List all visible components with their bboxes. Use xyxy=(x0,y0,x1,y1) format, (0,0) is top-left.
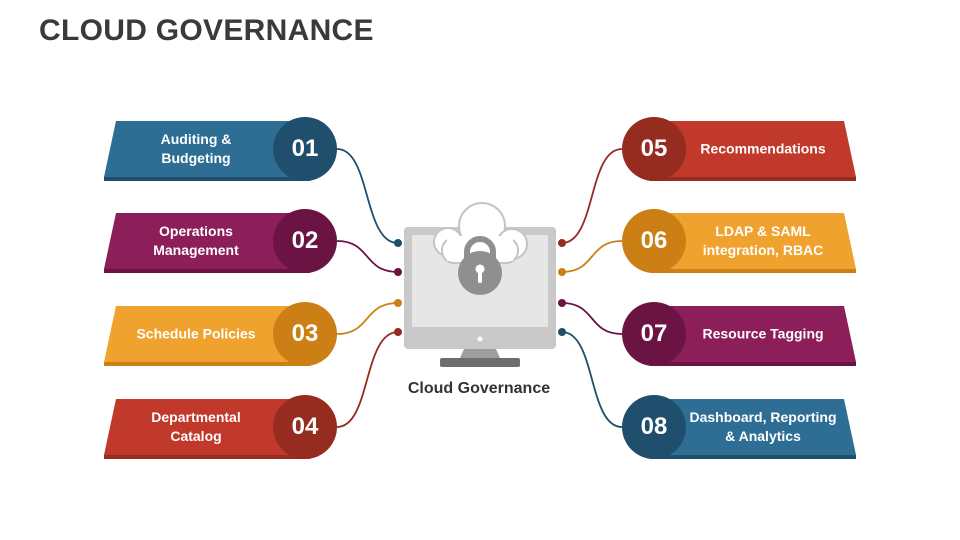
step-number-04: 04 xyxy=(273,395,337,459)
connector-line xyxy=(336,331,399,428)
banner-shadow xyxy=(650,362,856,366)
banner-shadow xyxy=(104,269,310,273)
center-caption: Cloud Governance xyxy=(407,380,551,397)
step-label-line: Resource Tagging xyxy=(702,325,824,342)
connector-dot xyxy=(558,268,566,276)
connector-dot xyxy=(394,239,402,247)
step-label-line: LDAP & SAML xyxy=(715,223,811,239)
cloud-lock-monitor-icon xyxy=(404,202,556,367)
connector-dot xyxy=(558,239,566,247)
connector-dot xyxy=(394,328,402,336)
banner-shadow xyxy=(104,177,310,181)
step-label-line: Budgeting xyxy=(161,150,231,166)
step-label-line: & Analytics xyxy=(725,428,801,444)
step-label-05: Recommendations xyxy=(688,140,838,159)
step-label-line: Management xyxy=(153,242,239,258)
connector-dot xyxy=(394,299,402,307)
step-label-01: Auditing & Budgeting xyxy=(121,130,271,168)
step-label-line: Schedule Policies xyxy=(136,325,256,342)
item-banner xyxy=(104,399,310,455)
banner-shadow xyxy=(650,455,856,459)
banner-shadow xyxy=(650,269,856,273)
item-banner xyxy=(650,306,856,362)
step-label-line: Dashboard, Reporting xyxy=(689,409,837,425)
item-banner xyxy=(650,399,856,455)
connector-line xyxy=(336,302,399,335)
connector-line xyxy=(561,148,623,244)
connector-line xyxy=(561,331,623,428)
connector-dot xyxy=(558,328,566,336)
step-label-line: Operations xyxy=(159,223,233,239)
step-label-line: Departmental xyxy=(151,409,241,425)
step-number-01: 01 xyxy=(273,117,337,181)
item-banner xyxy=(650,121,856,177)
step-number-08: 08 xyxy=(622,395,686,459)
page-title: CLOUD GOVERNANCE xyxy=(39,14,374,47)
connector-line xyxy=(561,240,623,273)
connector-dot xyxy=(394,268,402,276)
step-number-02: 02 xyxy=(273,209,337,273)
connector-line xyxy=(336,148,399,244)
step-label-07: Resource Tagging xyxy=(688,325,838,344)
item-banner xyxy=(104,213,310,269)
step-label-line: Auditing & xyxy=(160,131,232,147)
connector-line xyxy=(336,240,399,273)
banner-shadow xyxy=(650,177,856,181)
step-label-line: Catalog xyxy=(170,428,222,444)
step-number-05: 05 xyxy=(622,117,686,181)
step-label-08: Dashboard, Reporting & Analytics xyxy=(688,408,838,446)
step-number-07: 07 xyxy=(622,302,686,366)
step-label-03: Schedule Policies xyxy=(121,325,271,344)
step-label-06: LDAP & SAML integration, RBAC xyxy=(688,222,838,260)
connector-line xyxy=(561,302,623,335)
banner-shadow xyxy=(104,455,310,459)
step-number-03: 03 xyxy=(273,302,337,366)
step-label-line: integration, RBAC xyxy=(702,242,824,258)
item-banner xyxy=(650,213,856,269)
banner-shadow xyxy=(104,362,310,366)
connector-dot xyxy=(558,299,566,307)
step-label-line: Recommendations xyxy=(700,140,826,157)
step-number-06: 06 xyxy=(622,209,686,273)
item-banner xyxy=(104,306,310,362)
item-banner xyxy=(104,121,310,177)
